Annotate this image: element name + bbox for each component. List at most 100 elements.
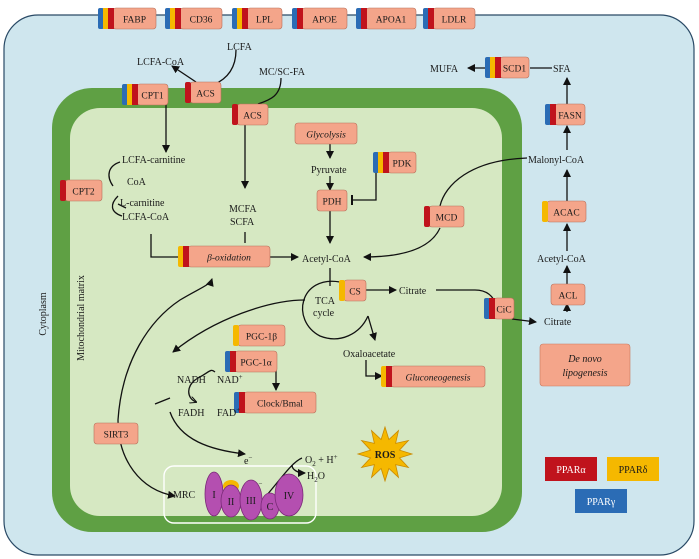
label-lcfa-coa-top: LCFA-CoA <box>137 57 185 68</box>
gene-acs-outer-ppara-bar <box>185 82 191 103</box>
gene-pdk-ppard-bar <box>378 152 384 173</box>
de-novo-label-2: lipogenesis <box>563 368 608 379</box>
edge-pdk-pdh <box>351 167 377 205</box>
gene-cs-label: CS <box>349 288 361 298</box>
label-lcfa-carnitine: LCFA-carnitine <box>122 155 186 166</box>
gene-apoa1-ppara-bar <box>361 8 367 29</box>
gene-cd36-pparg-bar <box>165 8 171 29</box>
gene-pdh-label: PDH <box>322 198 341 208</box>
gene-pdk-label: PDK <box>392 160 411 170</box>
label-citrate-matrix: Citrate <box>399 286 427 297</box>
de-novo-label-1: De novo <box>567 354 602 365</box>
edge-cic-citrate <box>511 317 537 326</box>
gene-acl-box <box>550 283 586 306</box>
gene-clock-bmal-ppara-bar <box>239 392 245 413</box>
gene-gluconeogenesis-label: Gluconeogenesis <box>406 374 471 384</box>
ros-burst: ROS <box>356 425 414 483</box>
gene-fabp-ppara-bar <box>108 8 114 29</box>
legend-pparg-label: PPARγ <box>587 497 616 508</box>
gene-lpl-ppara-bar <box>242 8 248 29</box>
edge-oxalo-gluconeo <box>365 360 383 380</box>
gene-cpt1: CPT1 <box>122 83 169 106</box>
label-citrate-cyto: Citrate <box>544 317 572 328</box>
legend-pparg-swatch <box>575 489 627 513</box>
label-o2-h: O2 + H+ <box>305 453 338 468</box>
edge-tca-cycle <box>302 280 369 340</box>
label-h2o: H2O <box>307 471 325 484</box>
gene-cpt1-ppard-bar <box>127 84 133 105</box>
edge-mcd-acetyl <box>363 227 441 261</box>
edge-tca-electrons <box>172 299 306 353</box>
edge-malonyl-mcd <box>439 157 528 207</box>
gene-ldlr: LDLR <box>423 7 476 30</box>
edge-fadh-electrons <box>169 411 246 458</box>
label-nadh: NADH <box>177 375 206 386</box>
gene-pdk-pparg-bar <box>373 152 379 173</box>
gene-clock-bmal-pparg-bar <box>234 392 240 413</box>
gene-clock-bmal: Clock/Bmal <box>234 391 317 414</box>
complex-i-label: I <box>212 490 215 501</box>
gene-acl: ACL <box>550 283 586 306</box>
gene-pdh: PDH <box>316 189 348 212</box>
gene-fabp-ppard-bar <box>103 8 109 29</box>
gene-pgc1b: PGC-1β <box>233 324 286 347</box>
gene-apoa1-label: APOA1 <box>376 16 407 26</box>
gene-cic-pparg-bar <box>484 298 490 319</box>
legend-ppara-label: PPARα <box>556 465 586 476</box>
label-malonyl-coa: Malonyl-CoA <box>528 155 585 166</box>
complex-iii-label: III <box>246 496 256 507</box>
gene-pdk: PDK <box>373 151 417 174</box>
label-l-carnitine: L-carnitine <box>120 198 165 209</box>
gene-scd1-label: SCD1 <box>503 65 526 75</box>
complex-iv-label: IV <box>284 491 295 502</box>
gene-cpt1-label: CPT1 <box>141 92 163 102</box>
mitochondrial-matrix <box>70 108 502 516</box>
label-acetyl-coa-cyto: Acetyl-CoA <box>537 254 587 265</box>
gene-cpt2-ppara-bar <box>60 180 66 201</box>
edge-sirt3-nadh <box>154 397 171 405</box>
gene-scd1-ppara-bar <box>495 57 501 78</box>
gene-cic-ppara-bar <box>489 298 495 319</box>
matrix-label: Mitochondrial matrix <box>76 275 87 361</box>
gene-apoa1: APOA1 <box>356 7 417 30</box>
gene-beta-oxidation-ppard-bar <box>178 246 184 267</box>
label-mufa: MUFA <box>430 64 459 75</box>
gene-fasn-label: FASN <box>558 112 582 122</box>
gene-sirt3-box <box>93 422 139 445</box>
ppar-legend: PPARα PPARδ PPARγ <box>545 457 659 513</box>
edge-bracket-lower <box>117 203 127 209</box>
label-coa: CoA <box>127 177 147 188</box>
complex-iv <box>274 473 304 517</box>
edge-o2-h2o <box>291 464 306 477</box>
gene-acs-inner: ACS <box>232 103 269 126</box>
edge-nadh-loop <box>188 377 199 402</box>
legend-ppard-label: PPARδ <box>619 465 648 476</box>
label-lcfa: LCFA <box>227 42 253 53</box>
gene-gluconeogenesis: Gluconeogenesis <box>381 365 486 388</box>
gene-fasn-ppara-bar <box>550 104 556 125</box>
gene-lpl-label: LPL <box>256 16 273 26</box>
gene-apoe: APOE <box>292 7 348 30</box>
gene-fasn-pparg-bar <box>545 104 551 125</box>
gene-glycolysis-label: Glycolysis <box>306 131 346 141</box>
legend-ppard-swatch <box>607 457 659 481</box>
gene-apoe-pparg-bar <box>292 8 298 29</box>
gene-acac: ACAC <box>542 200 587 223</box>
edge-mcsc-acs <box>257 77 282 105</box>
label-cycle: cycle <box>313 308 335 319</box>
gene-pgc1a-ppara-bar <box>230 351 236 372</box>
label-tca: TCA <box>315 296 336 307</box>
gene-apoe-label: APOE <box>312 16 337 26</box>
gene-beta-oxidation: β-oxidation <box>178 245 271 268</box>
label-lcfa-coa-inner: LCFA-CoA <box>122 212 170 223</box>
gene-cd36-ppard-bar <box>170 8 176 29</box>
gene-scd1-ppard-bar <box>490 57 496 78</box>
gene-fabp-pparg-bar <box>98 8 104 29</box>
gene-lpl-pparg-bar <box>232 8 238 29</box>
gene-apoe-ppara-bar <box>297 8 303 29</box>
gene-pgc1a: PGC-1α <box>225 350 278 373</box>
gene-clock-bmal-label: Clock/Bmal <box>257 400 303 410</box>
label-acetyl-coa-matrix: Acetyl-CoA <box>302 254 352 265</box>
